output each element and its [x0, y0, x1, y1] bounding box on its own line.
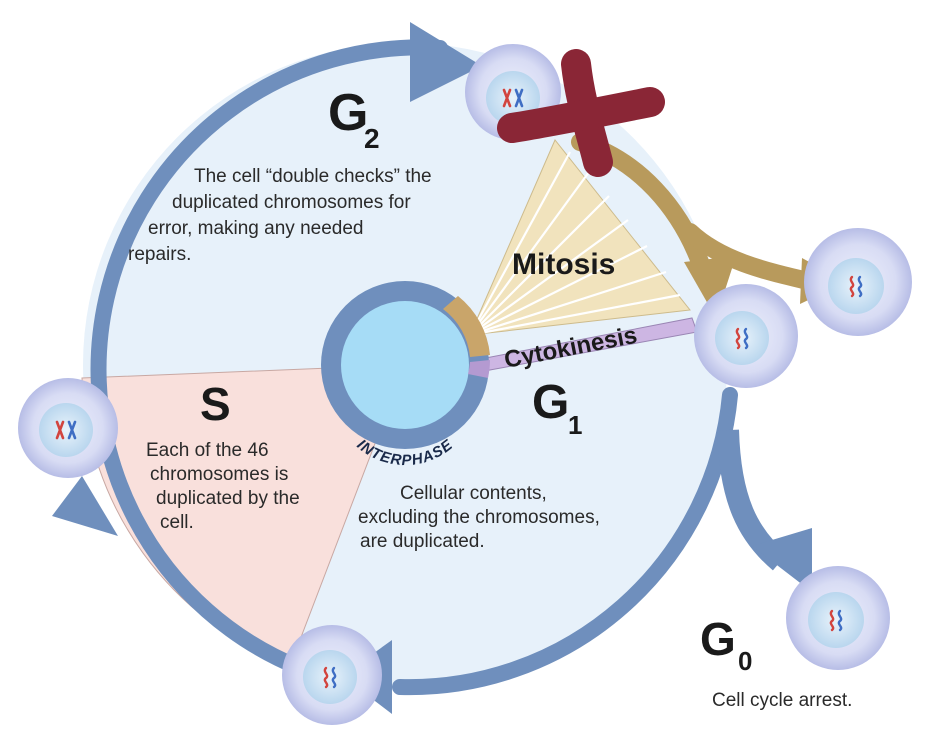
g0-cell — [786, 566, 890, 670]
cycle-ring — [90, 39, 738, 696]
s-cell — [18, 378, 118, 478]
g1-description: Cellular contents, excluding the chromoso… — [358, 483, 600, 552]
s-description-line: chromosomes is — [150, 464, 288, 485]
svg-text:1: 1 — [568, 410, 582, 440]
interphase-hub: INTERPHASE — [321, 281, 490, 469]
g2-label: G 2 — [328, 84, 380, 154]
g0-description: Cell cycle arrest. — [712, 690, 852, 711]
g1-description-line: are duplicated. — [360, 531, 485, 552]
svg-text:G: G — [700, 613, 736, 665]
g2-description: The cell “double checks” the duplicated c… — [128, 166, 432, 265]
g2-description-line: repairs. — [128, 244, 191, 265]
g1-description-line: Cellular contents, — [400, 483, 547, 504]
g0-label: G 0 — [700, 613, 752, 676]
s-description-line: duplicated by the — [156, 488, 300, 509]
svg-text:0: 0 — [738, 646, 752, 676]
mitosis-fan-lines — [469, 151, 681, 337]
s-description-line: cell. — [160, 512, 194, 533]
s-arrowhead — [52, 476, 118, 536]
checkpoint-x-mark — [497, 49, 665, 177]
svg-text:G: G — [532, 376, 569, 429]
g2-description-line: The cell “double checks” the — [194, 166, 432, 187]
g2-description-line: error, making any needed — [148, 218, 363, 239]
s-description-line: Each of the 46 — [146, 440, 269, 461]
g0-arrowhead — [752, 528, 812, 592]
svg-text:G: G — [328, 84, 368, 142]
g2-description-line: duplicated chromosomes for — [172, 192, 411, 213]
mitosis-label: Mitosis — [512, 248, 615, 281]
g2-arrowhead — [410, 22, 482, 102]
daughter-cell-2 — [804, 228, 912, 336]
s-description: Each of the 46 chromosomes is duplicated b… — [146, 440, 300, 533]
daughter-cell-1 — [694, 284, 798, 388]
g1-bottom-cell — [282, 625, 382, 725]
g1-description-line: excluding the chromosomes, — [358, 507, 600, 528]
svg-text:2: 2 — [364, 123, 380, 154]
s-label: S — [200, 378, 231, 430]
g1-label: G 1 — [532, 376, 582, 440]
